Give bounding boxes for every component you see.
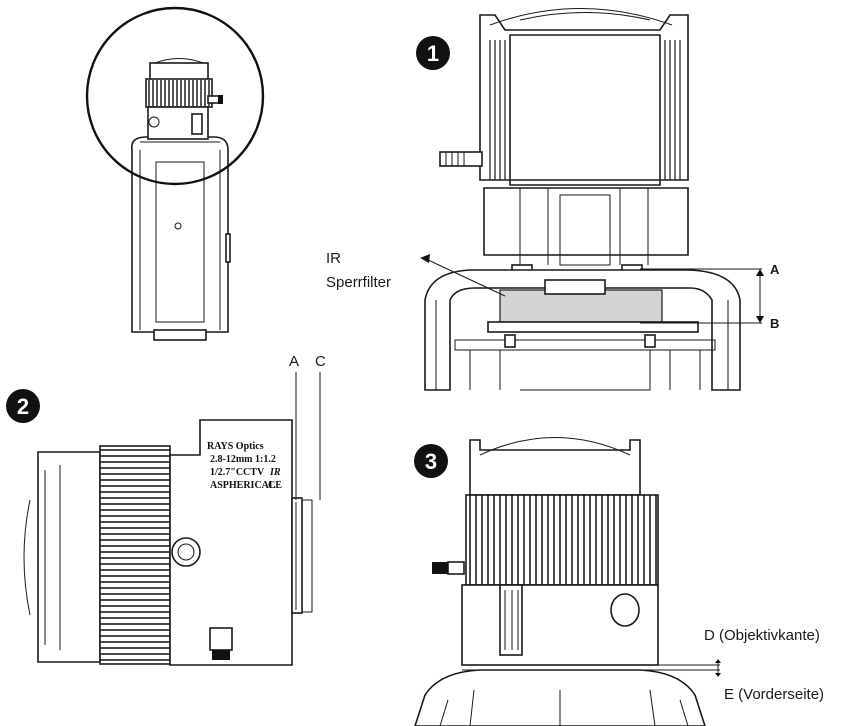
ir-filter-label-line2: Sperrfilter (326, 274, 391, 291)
ir-filter-label-line1: IR (326, 250, 341, 267)
lens-nameplate: RAYS Optics 2.8-12mm 1:1.2 1/2.7"CCTV IR… (207, 441, 282, 491)
step-badge-1: 1 (416, 36, 450, 70)
lens-focus-ring (99, 445, 171, 665)
step-badge-2: 2 (6, 389, 40, 423)
magnifier-circle (85, 6, 265, 186)
lens-cross-section-figure (424, 8, 764, 391)
svg-text:1: 1 (427, 41, 439, 66)
mounted-lens-figure (414, 437, 721, 726)
lens-side-view-figure (23, 372, 321, 666)
svg-text:ASPHERICAL: ASPHERICAL (210, 480, 276, 491)
svg-text:CE: CE (268, 480, 282, 491)
svg-text:2: 2 (17, 394, 29, 419)
dimension-label-a-right: A (770, 262, 780, 277)
svg-text:3: 3 (425, 449, 437, 474)
svg-text:RAYS Optics: RAYS Optics (207, 441, 264, 452)
dimension-label-a-top: A (289, 353, 299, 370)
dimension-label-d: D (Objektivkante) (704, 627, 820, 644)
step-badge-3: 3 (414, 444, 448, 478)
dimension-label-b-right: B (770, 316, 779, 331)
dimension-label-e: E (Vorderseite) (724, 686, 824, 703)
svg-text:IR: IR (269, 467, 281, 478)
camera-overview-figure (85, 6, 265, 341)
svg-text:1/2.7"CCTV: 1/2.7"CCTV (210, 467, 265, 478)
svg-text:2.8-12mm 1:1.2: 2.8-12mm 1:1.2 (210, 454, 276, 465)
dimension-label-c-top: C (315, 353, 326, 370)
focus-ring-knurl (148, 80, 210, 106)
ir-filter (499, 289, 663, 323)
